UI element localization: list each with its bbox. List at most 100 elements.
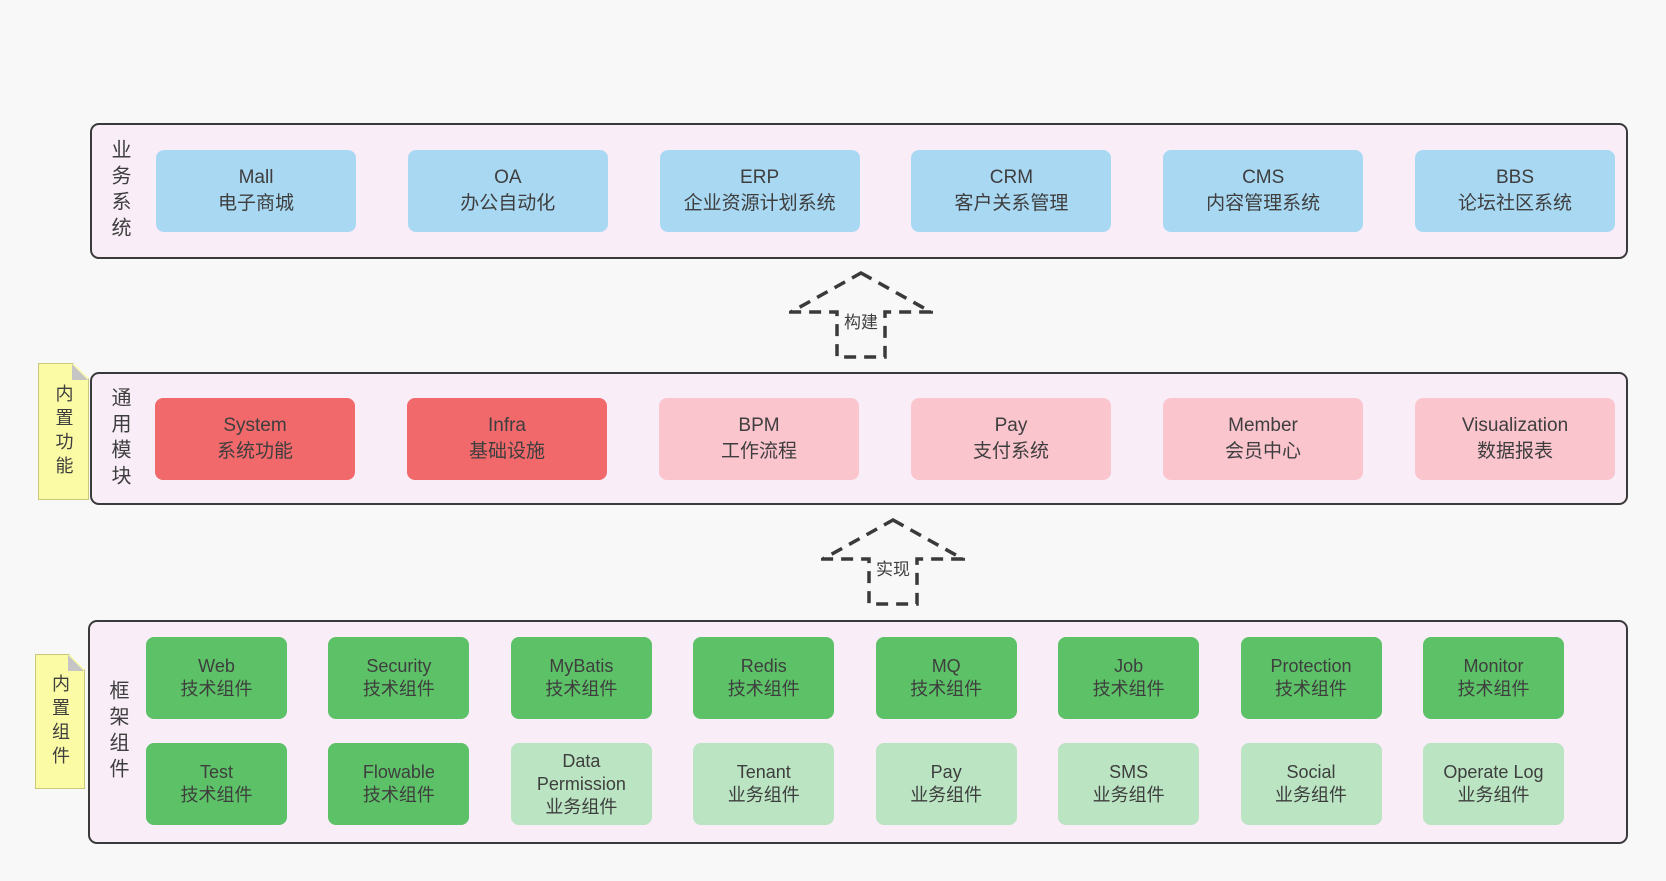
sticky-note-built-in-components: 内置组件 [35, 654, 85, 789]
box-redis: Redis 技术组件 [693, 637, 835, 719]
box-subtitle: 论坛社区系统 [1457, 193, 1572, 214]
box-title: Pay [994, 415, 1028, 436]
box-subtitle: 业务组件 [910, 785, 983, 805]
box-title: BPM [738, 415, 780, 436]
box-title: BBS [1495, 167, 1534, 188]
box-subtitle: 系统功能 [216, 441, 293, 462]
arrow-build-up: 构建 [789, 271, 933, 359]
box-title: Monitor [1463, 656, 1524, 676]
box-title: System [223, 415, 287, 436]
box-subtitle: 业务组件 [545, 796, 618, 817]
box-subtitle: 电子商城 [217, 193, 294, 214]
box-subtitle: 技术组件 [180, 679, 253, 699]
box-mybatis: MyBatis 技术组件 [510, 637, 652, 719]
box-subtitle: 办公自动化 [460, 193, 556, 214]
box-title: Operate Log [1443, 762, 1544, 782]
arrow-build-label: 构建 [841, 313, 881, 333]
box-title: Social [1286, 762, 1336, 782]
box-subtitle: 技术组件 [545, 679, 618, 699]
box-subtitle: 内容管理系统 [1206, 193, 1321, 214]
box-subtitle: 技术组件 [362, 679, 435, 699]
box-subtitle: 业务组件 [727, 785, 800, 805]
box-mall: Mall 电子商城 [156, 150, 356, 232]
box-sms: SMS 业务组件 [1058, 743, 1200, 825]
box-subtitle: 基础设施 [468, 441, 545, 462]
arrow-implement-up: 实现 [821, 518, 965, 606]
box-title: Tenant [736, 762, 791, 782]
dashed-up-arrow-icon [821, 518, 965, 606]
panel-components-label: 框架组件 [106, 680, 128, 784]
box-subtitle: 工作流程 [720, 441, 797, 462]
box-visualization: Visualization 数据报表 [1415, 398, 1615, 480]
panel-modules-label: 通用模块 [108, 386, 130, 491]
box-bpm: BPM 工作流程 [659, 398, 859, 480]
box-title: Job [1114, 656, 1144, 676]
box-subtitle: 技术组件 [180, 785, 253, 805]
box-title: Member [1228, 415, 1298, 436]
box-subtitle: 技术组件 [1092, 679, 1165, 699]
box-subtitle: 业务组件 [1457, 785, 1530, 805]
box-subtitle: 会员中心 [1224, 441, 1301, 462]
box-subtitle: 技术组件 [1275, 679, 1348, 699]
box-subtitle: 数据报表 [1476, 441, 1553, 462]
box-title: SMS [1109, 762, 1149, 782]
panel-business-label: 业务系统 [108, 139, 130, 243]
box-data-permission: Data Permission 业务组件 [510, 743, 652, 825]
box-bbs: BBS 论坛社区系统 [1414, 150, 1615, 232]
arrow-implement-label: 实现 [873, 560, 913, 580]
box-cms: CMS 内容管理系统 [1163, 150, 1364, 232]
box-member: Member 会员中心 [1163, 398, 1363, 480]
box-subtitle: 技术组件 [1457, 679, 1530, 699]
box-title: ERP [740, 167, 780, 188]
box-title: Redis [740, 656, 787, 676]
box-title: Protection [1270, 656, 1352, 676]
box-subtitle: 技术组件 [727, 679, 800, 699]
box-title: CMS [1242, 167, 1285, 188]
box-erp: ERP 企业资源计划系统 [659, 150, 860, 232]
modules-row: System 系统功能 Infra 基础设施 BPM 工作流程 Pay 支付系统… [155, 398, 1615, 480]
box-title: MQ [931, 656, 961, 676]
box-mq: MQ 技术组件 [875, 637, 1017, 719]
box-title: Test [199, 762, 233, 782]
panel-business-systems: 业务系统 Mall 电子商城 OA 办公自动化 ERP 企业资源计划系统 CRM… [90, 123, 1628, 259]
box-test: Test 技术组件 [146, 743, 287, 825]
box-pay-component: Pay 业务组件 [875, 743, 1017, 825]
box-subtitle: 业务组件 [1092, 785, 1165, 805]
sticky-note-built-in-functions: 内置功能 [38, 363, 89, 500]
box-title: Mall [238, 167, 274, 188]
box-subtitle: 技术组件 [910, 679, 983, 699]
box-title: Infra [487, 415, 527, 436]
box-title: Flowable [362, 762, 435, 782]
box-infra: Infra 基础设施 [407, 398, 607, 480]
sticky-label: 内置组件 [50, 673, 70, 770]
folded-corner-icon [68, 655, 84, 671]
box-crm: CRM 客户关系管理 [911, 150, 1112, 232]
box-title: Pay [930, 762, 962, 782]
panel-common-modules: 通用模块 System 系统功能 Infra 基础设施 BPM 工作流程 Pay… [90, 372, 1628, 505]
box-subtitle: 支付系统 [972, 441, 1049, 462]
components-row-1: Web 技术组件 Security 技术组件 MyBatis 技术组件 Redi… [146, 637, 1564, 719]
box-monitor: Monitor 技术组件 [1422, 637, 1564, 719]
box-title: OA [494, 167, 522, 188]
box-subtitle: 业务组件 [1275, 785, 1348, 805]
folded-corner-icon [72, 364, 88, 380]
box-subtitle: 技术组件 [362, 785, 435, 805]
sticky-label: 内置功能 [53, 383, 74, 480]
components-row-2: Test 技术组件 Flowable 技术组件 Data Permission … [146, 743, 1564, 825]
box-system: System 系统功能 [155, 398, 355, 480]
box-protection: Protection 技术组件 [1240, 637, 1382, 719]
box-subtitle: 客户关系管理 [954, 193, 1069, 214]
box-social: Social 业务组件 [1240, 743, 1382, 825]
box-job: Job 技术组件 [1058, 637, 1200, 719]
box-title: MyBatis [549, 656, 614, 676]
box-title: Data Permission [536, 750, 626, 794]
box-oa: OA 办公自动化 [407, 150, 608, 232]
box-pay-system: Pay 支付系统 [911, 398, 1111, 480]
panel-framework-components: 框架组件 Web 技术组件 Security 技术组件 MyBatis 技术组件… [88, 620, 1628, 844]
box-title: Visualization [1461, 415, 1569, 436]
box-flowable: Flowable 技术组件 [328, 743, 470, 825]
box-subtitle: 企业资源计划系统 [683, 193, 836, 214]
dashed-up-arrow-icon [789, 271, 933, 359]
business-row: Mall 电子商城 OA 办公自动化 ERP 企业资源计划系统 CRM 客户关系… [156, 150, 1615, 232]
box-title: Web [198, 656, 235, 676]
